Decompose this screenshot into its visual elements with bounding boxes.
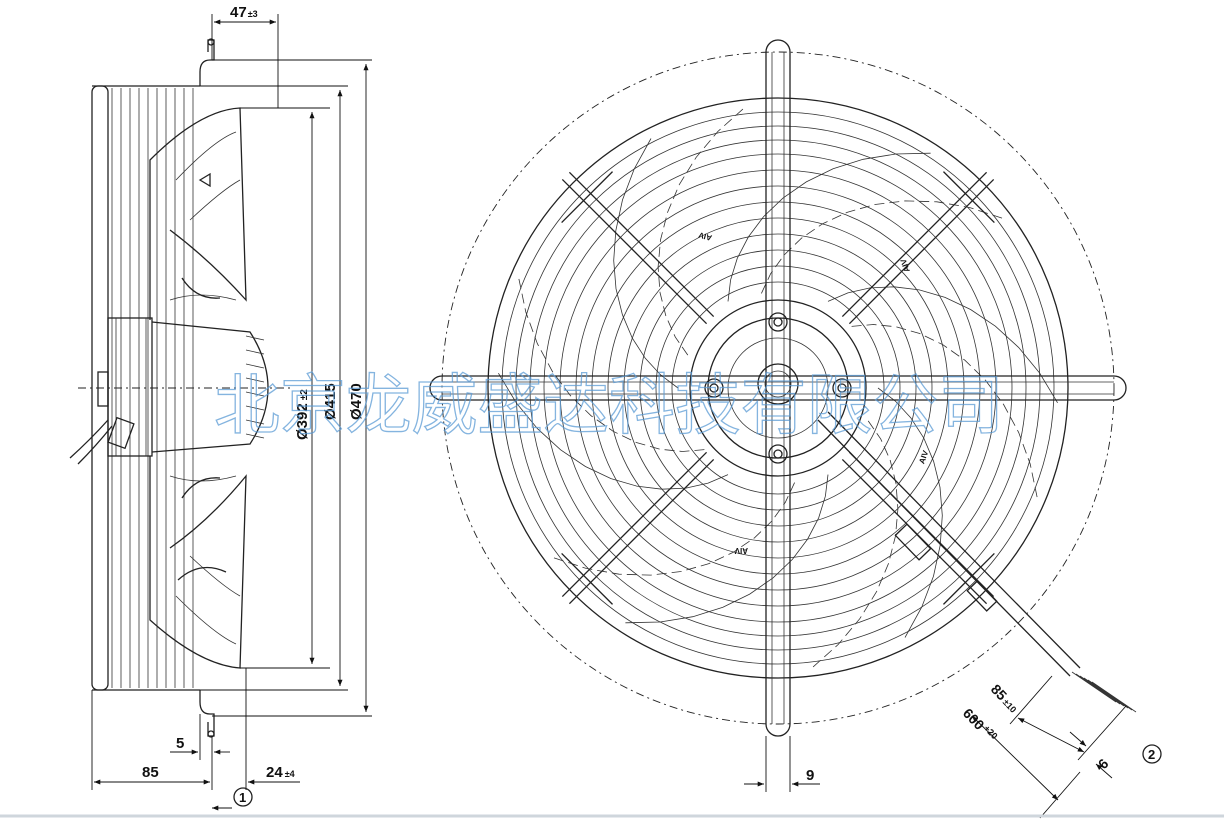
cable-wire	[1071, 671, 1117, 703]
side-cable	[69, 419, 109, 459]
blade-edge	[625, 474, 829, 624]
hub-fin	[245, 433, 265, 439]
blade-mark-1: AIV	[697, 230, 713, 242]
guard-ring	[671, 281, 885, 495]
front-cable	[817, 419, 1071, 677]
blade-edge-hidden	[761, 200, 1004, 294]
callout-1-circle	[233, 787, 253, 807]
hub-fin	[245, 363, 265, 369]
cable-wire	[1091, 681, 1137, 713]
guard-ring	[487, 97, 1069, 679]
dim-470-label: Ø470	[348, 383, 365, 420]
dim-24-tol: ±4	[285, 769, 295, 779]
strut	[568, 171, 715, 318]
guard-ring	[529, 139, 1027, 637]
callout-2-circle	[1142, 744, 1162, 764]
blade-edge-hidden	[518, 277, 705, 452]
callout-2-label: 2	[1148, 747, 1155, 762]
guard-ring	[607, 217, 949, 559]
cable-6-label: 6	[1095, 755, 1112, 772]
hub-center	[757, 363, 799, 405]
cable-85-tol: ±10	[1001, 697, 1019, 715]
dim-9-label: 9	[806, 767, 814, 784]
guard-rings	[487, 97, 1069, 679]
guard-ring	[575, 185, 981, 591]
cable-wire	[1075, 673, 1121, 705]
guard-ring	[623, 233, 933, 543]
hub-fin	[245, 377, 265, 383]
guard-ring	[559, 169, 997, 607]
hub-outer	[689, 299, 867, 477]
blade-mark-3: AIV	[899, 257, 912, 273]
strut-crossbar	[943, 171, 995, 223]
blade-mark-2: AIV	[734, 546, 748, 555]
blade-edge	[613, 138, 679, 389]
watermark: 北京龙威盛达科技有限公司	[214, 367, 1004, 444]
hub-fin	[245, 405, 265, 411]
dim-5-label: 5	[176, 735, 184, 752]
hub-fins	[245, 335, 265, 439]
svg-text:47±3: 47±3	[230, 4, 258, 21]
dim-415-label: Ø415	[322, 383, 339, 420]
top-bracket	[199, 39, 215, 86]
dim-24-label: 24	[266, 764, 283, 781]
guard-ring	[501, 111, 1055, 665]
dim-85-label: 85	[142, 764, 159, 781]
strut	[568, 458, 715, 605]
dim-392-tol: ±2	[299, 389, 310, 400]
blade-edge-hidden	[851, 324, 1038, 499]
cable-wire	[1087, 679, 1133, 711]
side-view: Ø392 ±2 Ø415 Ø470 47±3 5 85 24±4 1	[69, 4, 372, 811]
strut	[841, 171, 988, 318]
cable-600-tol: +20	[982, 723, 1000, 741]
cable-wire	[1083, 677, 1129, 709]
strut	[561, 178, 708, 325]
strut-crossbar	[943, 553, 995, 605]
hub-fin	[245, 335, 265, 341]
hub-fin	[245, 391, 265, 397]
strut-crossbar	[561, 171, 613, 223]
guard-ring	[591, 201, 965, 575]
strut	[561, 451, 708, 598]
callout-1-label: 1	[239, 790, 246, 805]
motor-cooling-fins	[151, 321, 269, 453]
dim-47-tol: ±3	[248, 9, 258, 19]
dim-line-cable-600	[971, 715, 1059, 801]
guard-ring	[639, 249, 917, 527]
blade-edge-hidden	[657, 107, 745, 356]
hub-fin	[245, 419, 265, 425]
horizontal-bar	[429, 375, 1127, 401]
guard-ring	[515, 125, 1041, 651]
cable-wires	[1071, 671, 1137, 713]
svg-text:24±4: 24±4	[266, 764, 295, 781]
dim-392-label: Ø392	[294, 403, 311, 440]
blade-edge	[498, 372, 729, 490]
strut	[848, 178, 995, 325]
bottom-bracket	[199, 690, 215, 737]
outer-dashed-circle	[441, 51, 1115, 725]
cable-wire	[1079, 675, 1125, 707]
blade-edge	[827, 286, 1058, 404]
dim-47-label: 47	[230, 4, 247, 21]
blade-edge	[877, 387, 943, 638]
hub-fin	[245, 349, 265, 355]
blade-mark-4: AIV	[917, 449, 930, 465]
svg-text:600+20: 600+20	[960, 705, 1000, 745]
strut-crossbar	[561, 553, 613, 605]
hub-bolts	[704, 312, 852, 464]
svg-text:Ø392±2: Ø392 ±2	[294, 389, 311, 440]
blade-edge-hidden	[552, 482, 795, 576]
guard-ring	[543, 153, 1013, 623]
blade-edge	[727, 152, 931, 302]
svg-text:85±10: 85±10	[988, 681, 1022, 716]
guard-ring	[655, 265, 901, 511]
